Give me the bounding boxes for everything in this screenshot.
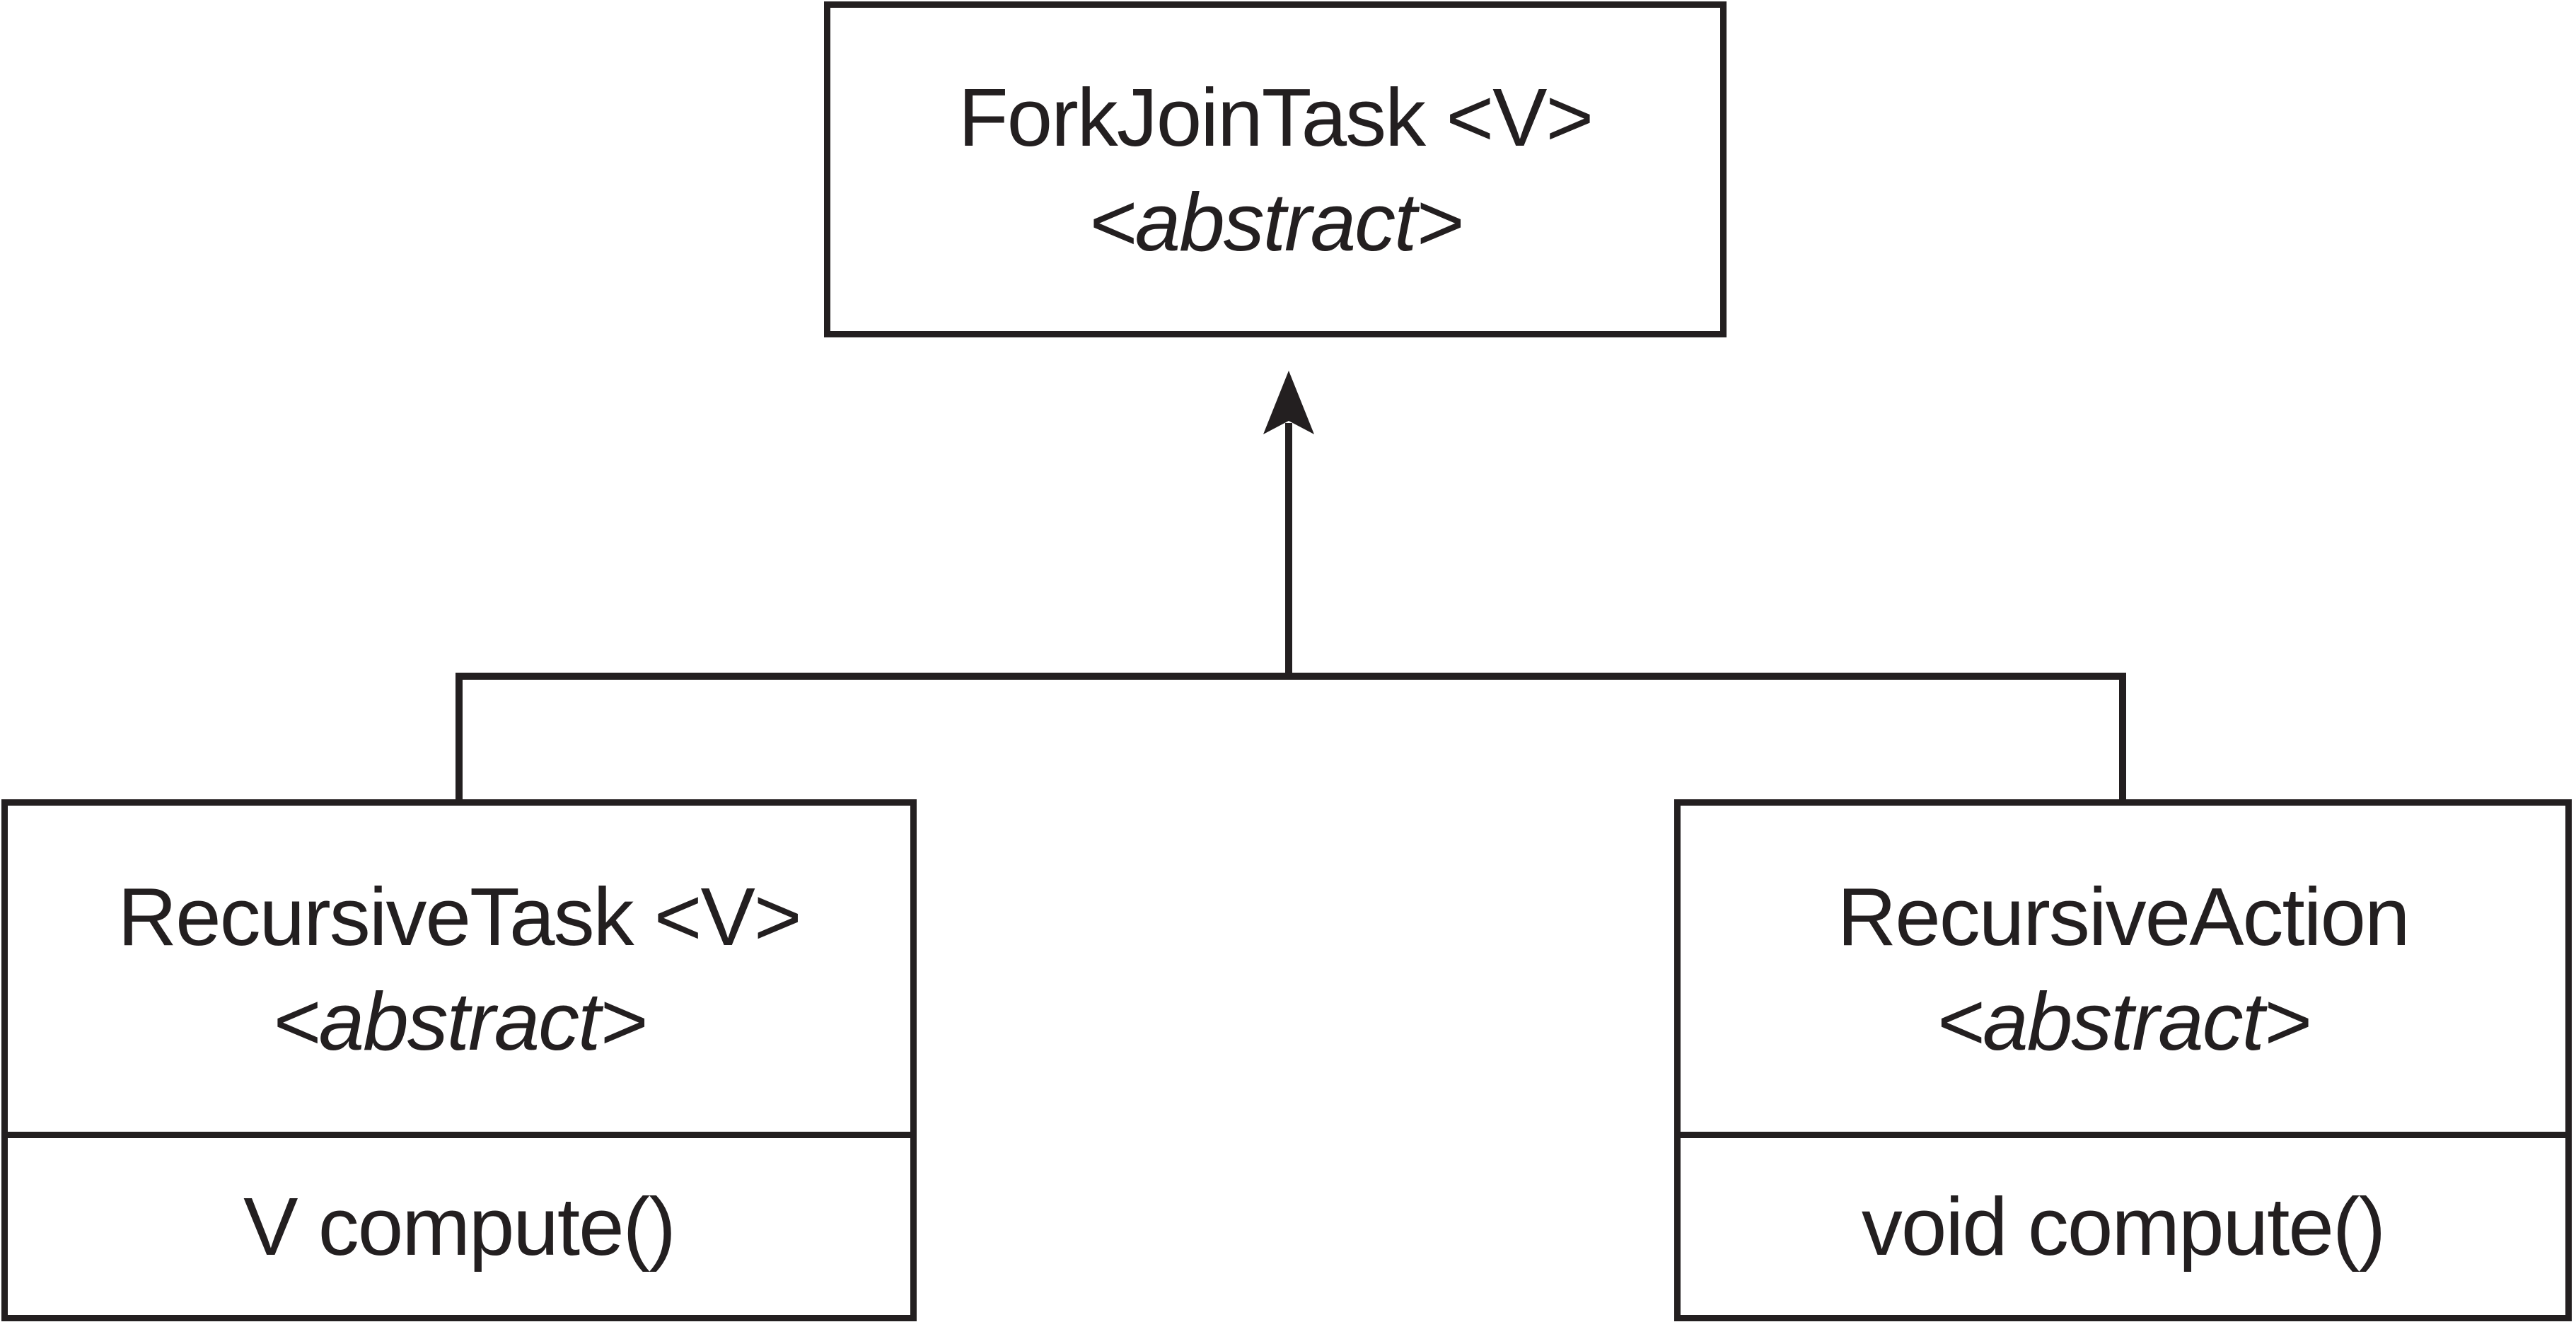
recursiveaction-name-compartment: RecursiveAction <abstract>: [1681, 806, 2565, 1132]
method-label: void compute(): [1861, 1181, 2386, 1272]
abstract-stereotype: <abstract>: [1088, 175, 1463, 268]
forkjointask-name-compartment: ForkJoinTask <V> <abstract>: [830, 65, 1720, 274]
method-label: V compute(): [243, 1181, 676, 1272]
inheritance-arrowhead-icon: [1263, 371, 1314, 434]
class-name: RecursiveAction: [1837, 870, 2410, 963]
abstract-stereotype: <abstract>: [1936, 975, 2311, 1067]
abstract-stereotype: <abstract>: [272, 975, 647, 1067]
class-name: ForkJoinTask <V>: [958, 71, 1594, 163]
recursivetask-name-compartment: RecursiveTask <V> <abstract>: [8, 806, 910, 1132]
recursiveaction-method-compartment: void compute(): [1681, 1132, 2565, 1315]
class-box-forkjointask: ForkJoinTask <V> <abstract>: [824, 1, 1727, 337]
class-name: RecursiveTask <V>: [117, 870, 801, 963]
recursivetask-method-compartment: V compute(): [8, 1132, 910, 1315]
class-box-recursiveaction: RecursiveAction <abstract> void compute(…: [1674, 799, 2572, 1321]
class-box-recursivetask: RecursiveTask <V> <abstract> V compute(): [1, 799, 917, 1321]
